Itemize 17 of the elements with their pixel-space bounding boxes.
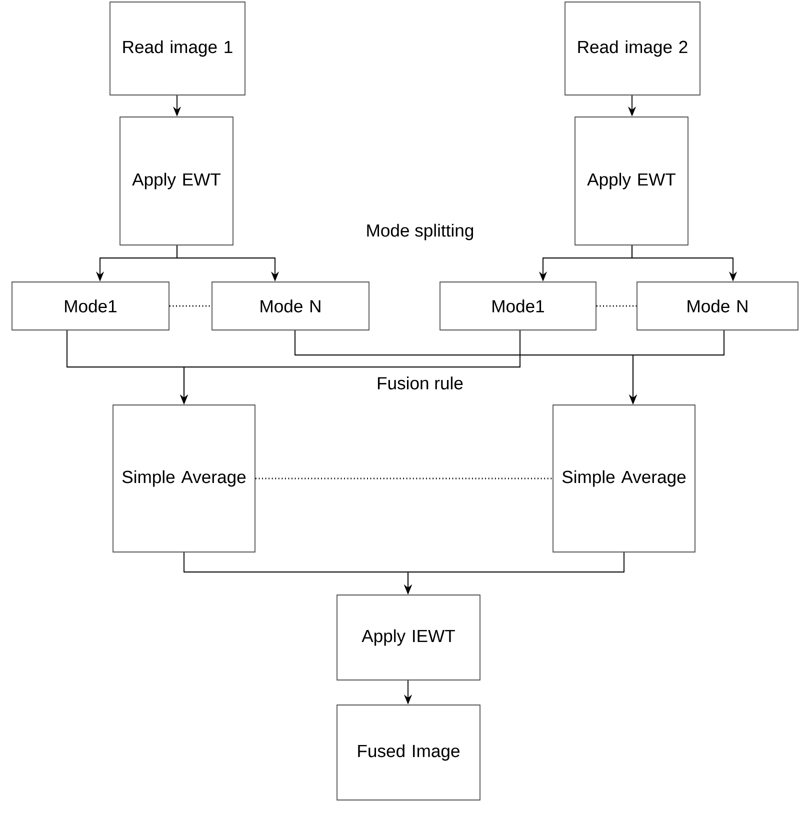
process-box: Fused Image xyxy=(336,704,480,800)
connector-line xyxy=(596,305,637,307)
process-box: Read image 1 xyxy=(110,2,246,96)
process-box: Mode1 xyxy=(440,282,596,330)
annotation-label: Mode splitting xyxy=(367,224,474,240)
process-box: Apply EWT xyxy=(120,116,234,246)
process-box: Simple Average xyxy=(112,404,256,552)
process-box: Apply IEWT xyxy=(336,594,480,680)
process-box: Read image 2 xyxy=(564,2,700,96)
connector-line xyxy=(169,305,212,307)
process-box: Simple Average xyxy=(552,404,696,552)
process-box: Apply EWT xyxy=(574,116,688,246)
connector-line xyxy=(255,478,553,480)
process-box: Mode1 xyxy=(12,282,170,330)
annotation-label: Fusion rule xyxy=(378,376,463,390)
process-box: Mode N xyxy=(212,282,370,330)
process-box: Mode N xyxy=(636,282,798,330)
